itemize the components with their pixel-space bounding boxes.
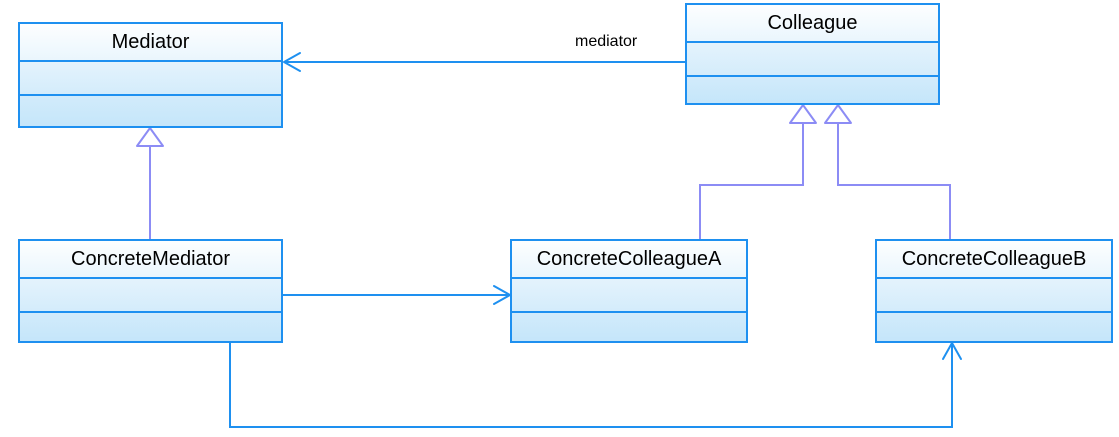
class-operations-compartment <box>20 311 281 341</box>
class-box-mediator[interactable]: Mediator <box>18 22 283 128</box>
class-box-concrete-colleague-a[interactable]: ConcreteColleagueA <box>510 239 748 343</box>
hollow-triangle-icon <box>789 104 817 124</box>
class-name-label: Mediator <box>111 30 190 53</box>
class-box-concrete-colleague-b[interactable]: ConcreteColleagueB <box>875 239 1113 343</box>
edge-label-mediator: mediator <box>575 33 638 50</box>
open-arrow-up-icon <box>942 342 962 360</box>
class-name-compartment: ConcreteColleagueA <box>512 241 746 277</box>
class-attributes-compartment <box>20 277 281 311</box>
edge-concrete-mediator-to-colleague-a <box>283 285 511 305</box>
class-name-label: ConcreteColleagueB <box>901 247 1087 270</box>
hollow-triangle-icon <box>136 127 164 147</box>
hollow-triangle-icon <box>824 104 852 124</box>
class-name-label: ConcreteMediator <box>71 247 230 270</box>
class-name-compartment: ConcreteColleagueB <box>877 241 1111 277</box>
class-name-label: ConcreteColleagueA <box>536 247 722 270</box>
class-attributes-compartment <box>687 41 938 75</box>
open-arrow-left-icon <box>283 52 301 72</box>
open-arrow-right-icon <box>493 285 511 305</box>
class-operations-compartment <box>20 94 281 126</box>
class-attributes-compartment <box>20 60 281 94</box>
class-name-label: Colleague <box>767 11 858 34</box>
class-name-compartment: Colleague <box>687 5 938 41</box>
class-name-compartment: Mediator <box>20 24 281 60</box>
edge-concrete-colleague-a-generalization <box>699 104 817 239</box>
edge-colleague-to-mediator <box>283 52 685 72</box>
class-name-compartment: ConcreteMediator <box>20 241 281 277</box>
class-box-concrete-mediator[interactable]: ConcreteMediator <box>18 239 283 343</box>
class-operations-compartment <box>687 75 938 103</box>
class-attributes-compartment <box>877 277 1111 311</box>
edge-concrete-mediator-to-colleague-b <box>229 342 962 428</box>
class-operations-compartment <box>877 311 1111 341</box>
class-operations-compartment <box>512 311 746 341</box>
edge-concrete-colleague-b-generalization <box>824 104 951 239</box>
class-box-colleague[interactable]: Colleague <box>685 3 940 105</box>
class-attributes-compartment <box>512 277 746 311</box>
edge-concrete-mediator-generalization <box>136 127 164 239</box>
